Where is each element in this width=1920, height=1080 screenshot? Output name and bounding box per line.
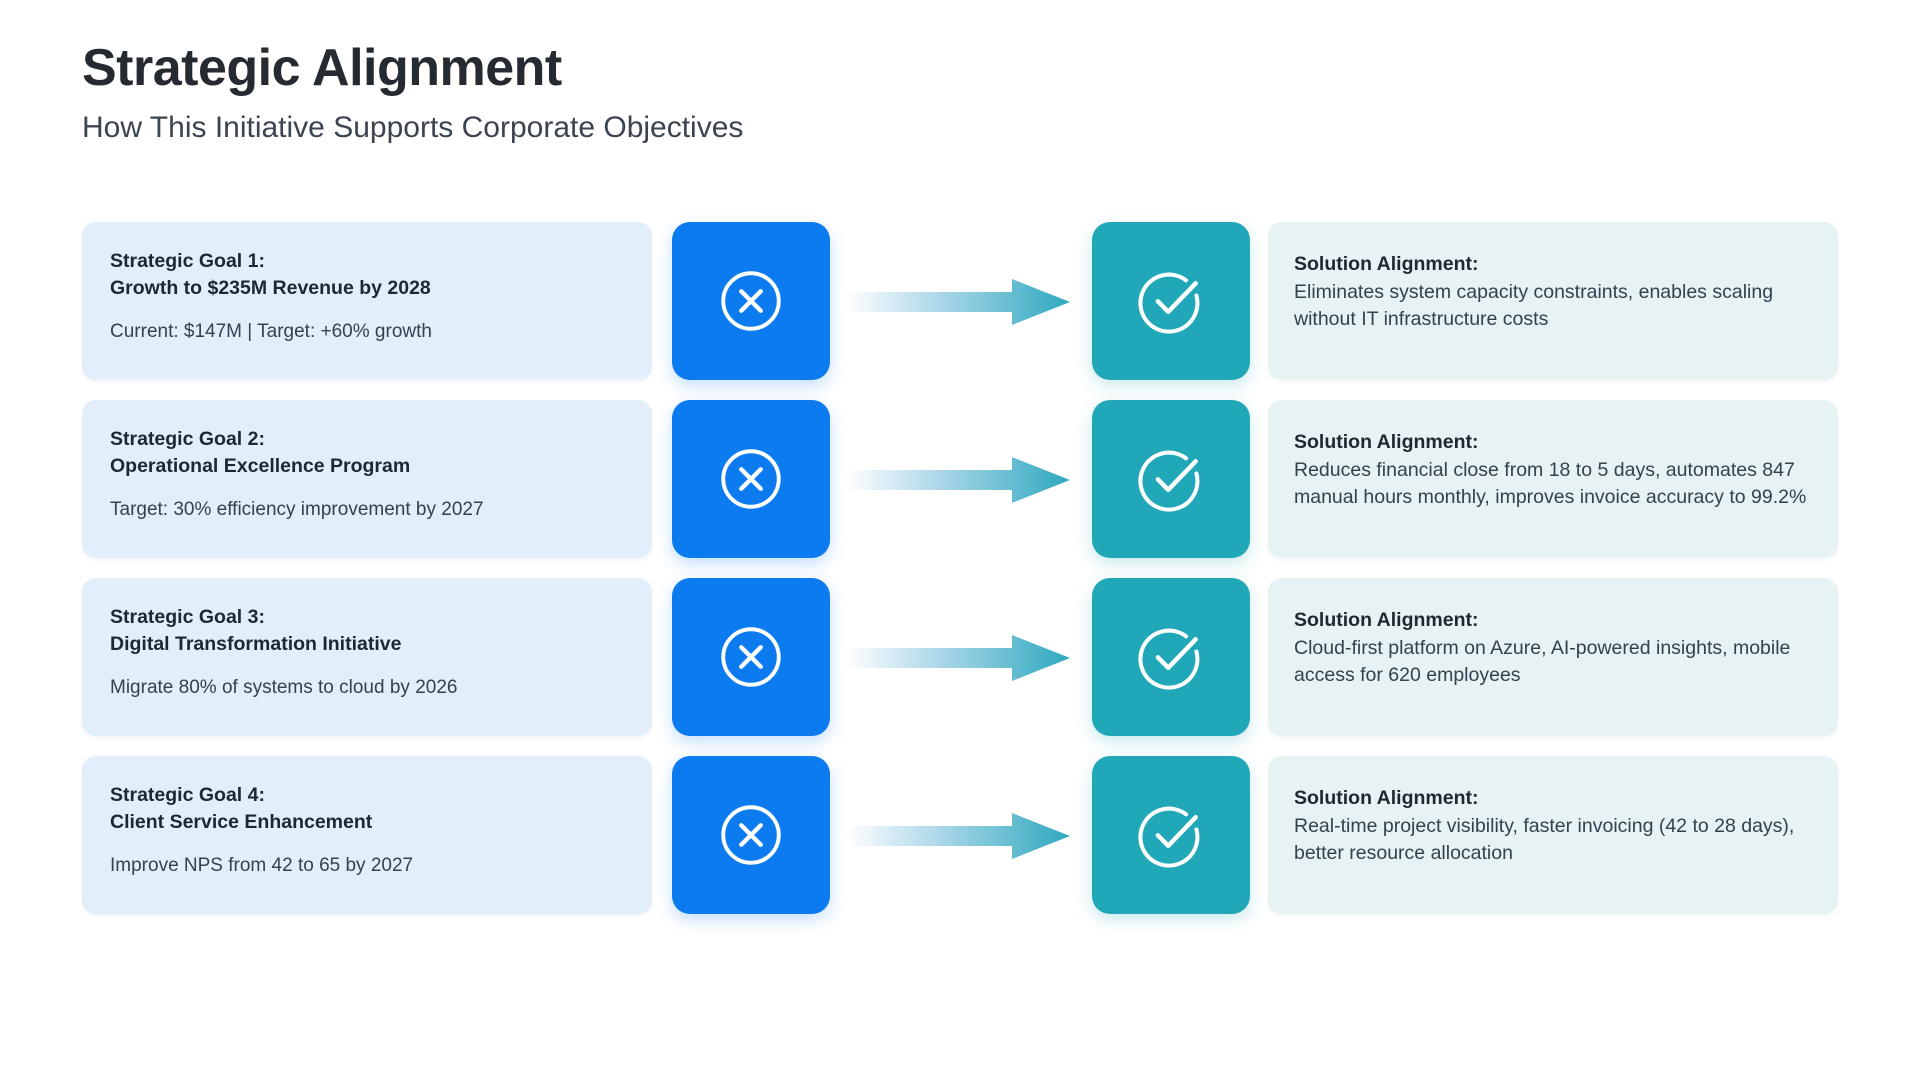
solution-label: Solution Alignment:	[1294, 253, 1479, 275]
solution-card[interactable]: Solution Alignment: Reduces financial cl…	[1268, 400, 1838, 558]
problem-tile[interactable]	[672, 756, 830, 914]
circle-x-icon	[715, 621, 787, 693]
solution-label: Solution Alignment:	[1294, 787, 1479, 809]
arrow-right-icon	[850, 279, 1070, 325]
goal-card[interactable]: Strategic Goal 1: Growth to $235M Revenu…	[82, 222, 652, 380]
goal-card[interactable]: Strategic Goal 4: Client Service Enhance…	[82, 756, 652, 914]
solution-card[interactable]: Solution Alignment: Cloud-first platform…	[1268, 578, 1838, 736]
solution-card[interactable]: Solution Alignment: Eliminates system ca…	[1268, 222, 1838, 380]
circle-x-icon	[715, 799, 787, 871]
problem-tile[interactable]	[672, 578, 830, 736]
goal-card[interactable]: Strategic Goal 3: Digital Transformation…	[82, 578, 652, 736]
goal-metric: Improve NPS from 42 to 65 by 2027	[110, 855, 414, 877]
slide-header: Strategic Alignment How This Initiative …	[82, 40, 1382, 146]
alignment-matrix: Strategic Goal 1: Growth to $235M Revenu…	[0, 222, 1920, 914]
solution-tile[interactable]	[1092, 400, 1250, 558]
goal-title: Strategic Goal 3: Digital Transformation…	[110, 606, 402, 655]
arrow-right-icon	[850, 457, 1070, 503]
circle-check-icon	[1134, 798, 1208, 872]
solution-card[interactable]: Solution Alignment: Real-time project vi…	[1268, 756, 1838, 914]
problem-tile[interactable]	[672, 222, 830, 380]
solution-label: Solution Alignment:	[1294, 609, 1479, 631]
goal-title: Strategic Goal 1: Growth to $235M Revenu…	[110, 250, 431, 299]
arrow-right-icon	[850, 813, 1070, 859]
alignment-row: Strategic Goal 4: Client Service Enhance…	[0, 756, 1920, 914]
solution-text: Cloud-first platform on Azure, AI-powere…	[1294, 637, 1791, 686]
alignment-row: Strategic Goal 3: Digital Transformation…	[0, 578, 1920, 736]
goal-metric: Migrate 80% of systems to cloud by 2026	[110, 677, 458, 699]
solution-text: Reduces financial close from 18 to 5 day…	[1294, 459, 1807, 508]
goal-title: Strategic Goal 2: Operational Excellence…	[110, 428, 411, 477]
circle-x-icon	[715, 265, 787, 337]
problem-tile[interactable]	[672, 400, 830, 558]
alignment-row: Strategic Goal 2: Operational Excellence…	[0, 400, 1920, 558]
alignment-row: Strategic Goal 1: Growth to $235M Revenu…	[0, 222, 1920, 380]
page-subtitle: How This Initiative Supports Corporate O…	[82, 111, 744, 145]
solution-label: Solution Alignment:	[1294, 431, 1479, 453]
arrow-right-icon	[850, 635, 1070, 681]
solution-text: Real-time project visibility, faster inv…	[1294, 815, 1795, 864]
goal-metric: Target: 30% efficiency improvement by 20…	[110, 499, 484, 521]
circle-check-icon	[1134, 264, 1208, 338]
page-title: Strategic Alignment	[82, 39, 562, 97]
circle-check-icon	[1134, 442, 1208, 516]
solution-tile[interactable]	[1092, 756, 1250, 914]
circle-x-icon	[715, 443, 787, 515]
solution-text: Eliminates system capacity constraints, …	[1294, 281, 1774, 330]
circle-check-icon	[1134, 620, 1208, 694]
goal-metric: Current: $147M | Target: +60% growth	[110, 321, 432, 343]
solution-tile[interactable]	[1092, 578, 1250, 736]
solution-tile[interactable]	[1092, 222, 1250, 380]
goal-card[interactable]: Strategic Goal 2: Operational Excellence…	[82, 400, 652, 558]
goal-title: Strategic Goal 4: Client Service Enhance…	[110, 784, 373, 833]
